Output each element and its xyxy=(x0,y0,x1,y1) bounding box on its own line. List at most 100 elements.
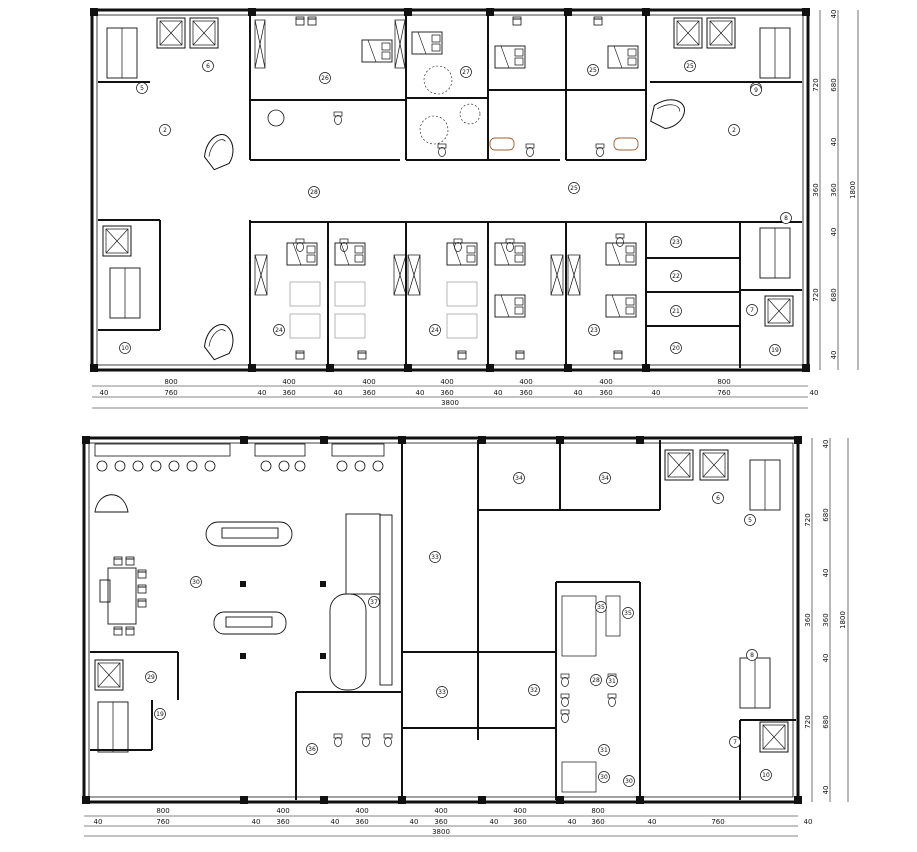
room-tag-circle xyxy=(623,775,635,787)
dim-inner: 40 xyxy=(830,351,838,360)
room-tag-circle xyxy=(684,60,696,72)
dim-major: 800 xyxy=(717,378,730,386)
dim-major: 400 xyxy=(434,807,447,815)
room-tag-circle xyxy=(159,124,171,136)
room-tag-number: 9 xyxy=(754,87,758,94)
dim-inner: 40 xyxy=(822,654,830,663)
dim-minor: 360 xyxy=(355,818,368,826)
dim-inner: 360 xyxy=(830,183,838,196)
room-tag-number: 24 xyxy=(275,327,283,334)
dim-outer: 720 xyxy=(812,78,820,91)
room-tag-circle xyxy=(568,182,580,194)
dim-inner: 680 xyxy=(830,78,838,91)
room-tag-circle xyxy=(190,576,202,588)
room-tag-circle xyxy=(136,82,148,94)
dim-inner: 680 xyxy=(830,288,838,301)
room-tag-circle xyxy=(712,492,724,504)
dim-minor: 360 xyxy=(513,818,526,826)
room-tag-circle xyxy=(750,84,762,96)
dim-major: 800 xyxy=(164,378,177,386)
dim-inner: 40 xyxy=(830,10,838,19)
room-tag-circle xyxy=(308,186,320,198)
room-tag-number: 25 xyxy=(570,185,578,192)
room-tag-circle xyxy=(319,72,331,84)
room-tag-circle xyxy=(670,270,682,282)
bottom-plan-right-total-dim: 1800 xyxy=(839,611,847,629)
room-tag-circle xyxy=(595,601,607,613)
room-tag-number: 33 xyxy=(438,689,446,696)
room-tag-circle xyxy=(145,671,157,683)
room-tag-number: 34 xyxy=(601,475,609,482)
room-tag-number: 5 xyxy=(748,517,752,524)
dim-minor: 760 xyxy=(717,389,730,397)
room-tag-number: 7 xyxy=(733,739,737,746)
top-floor-plan xyxy=(90,8,810,372)
room-tag-number: 35 xyxy=(597,604,605,611)
dim-minor: 360 xyxy=(362,389,375,397)
room-tag-circle xyxy=(622,607,634,619)
room-tag-circle xyxy=(202,60,214,72)
dim-minor: 40 xyxy=(258,389,267,397)
room-tag-number: 10 xyxy=(121,345,129,352)
room-tag-circle xyxy=(780,212,792,224)
dim-minor: 40 xyxy=(416,389,425,397)
dim-major: 400 xyxy=(513,807,526,815)
room-tag-circle xyxy=(746,649,758,661)
room-tag-number: 37 xyxy=(370,599,378,606)
dim-inner: 40 xyxy=(830,228,838,237)
room-tag-circle xyxy=(429,551,441,563)
room-tag-number: 10 xyxy=(762,772,770,779)
dim-minor: 40 xyxy=(334,389,343,397)
room-tag-number: 28 xyxy=(310,189,318,196)
room-tag-circle xyxy=(599,472,611,484)
room-tag-number: 30 xyxy=(192,579,200,586)
room-tag-number: 32 xyxy=(530,687,538,694)
room-tag-number: 31 xyxy=(608,678,616,685)
room-tag-circle xyxy=(760,769,772,781)
room-tag-circle xyxy=(606,675,618,687)
room-tag-number: 29 xyxy=(147,674,155,681)
dim-major: 400 xyxy=(282,378,295,386)
room-tag-number: 22 xyxy=(672,273,680,280)
dim-minor: 40 xyxy=(574,389,583,397)
room-tag-circle xyxy=(598,771,610,783)
room-tag-number: 36 xyxy=(308,746,316,753)
room-tag-number: 24 xyxy=(431,327,439,334)
room-tag-number: 6 xyxy=(716,495,720,502)
dim-major: 800 xyxy=(156,807,169,815)
room-tag-number: 6 xyxy=(206,63,210,70)
top-plan-right-total-dim: 1800 xyxy=(849,181,857,199)
room-tag-circle xyxy=(436,686,448,698)
dim-inner: 40 xyxy=(822,569,830,578)
room-tag-circle xyxy=(306,743,318,755)
dim-minor: 40 xyxy=(648,818,657,826)
room-tag-number: 25 xyxy=(589,67,597,74)
dim-major: 400 xyxy=(355,807,368,815)
room-tag-number: 31 xyxy=(600,747,608,754)
bottom-plan-total-dim: 3800 xyxy=(432,828,450,836)
dimension-lines xyxy=(84,10,859,837)
room-tag-circle xyxy=(513,472,525,484)
room-tag-circle xyxy=(744,514,756,526)
room-tag-circle xyxy=(119,342,131,354)
room-tag-number: 30 xyxy=(600,774,608,781)
room-tag-circle xyxy=(154,708,166,720)
room-tag-number: 8 xyxy=(750,652,754,659)
room-tag-number: 27 xyxy=(462,69,470,76)
room-tag-number: 33 xyxy=(431,554,439,561)
dim-minor: 360 xyxy=(519,389,532,397)
dim-minor: 40 xyxy=(652,389,661,397)
room-tag-circle xyxy=(598,744,610,756)
dim-inner: 680 xyxy=(822,508,830,521)
dim-major: 800 xyxy=(591,807,604,815)
dim-minor: 40 xyxy=(490,818,499,826)
room-tag-number: 23 xyxy=(672,239,680,246)
dim-major: 400 xyxy=(440,378,453,386)
room-tag-number: 35 xyxy=(624,610,632,617)
